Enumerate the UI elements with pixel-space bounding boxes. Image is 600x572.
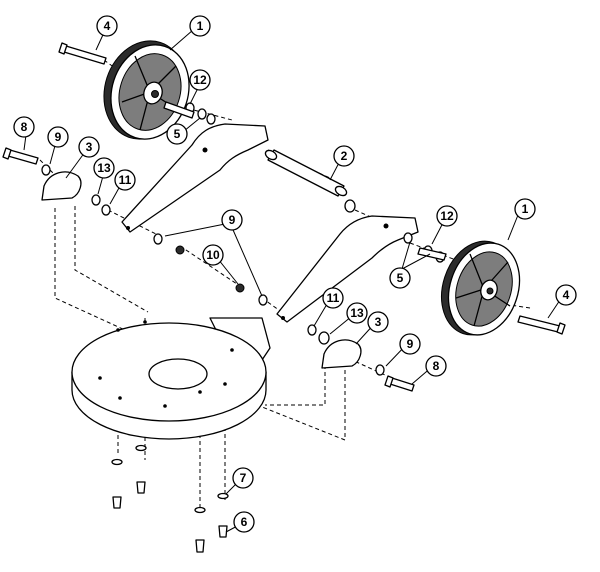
callout-13-lower: 13 (346, 302, 368, 324)
cutting-deck (71, 317, 271, 440)
svg-text:3: 3 (86, 140, 93, 154)
callout-2: 2 (333, 145, 355, 167)
callouts: 4 1 12 5 8 9 3 13 11 2 9 10 12 1 5 4 11 … (13, 15, 577, 533)
svg-text:7: 7 (240, 471, 247, 485)
side-bracket-lower (276, 215, 419, 323)
svg-text:4: 4 (563, 288, 570, 302)
bolts (2, 42, 566, 553)
callout-1-lower: 1 (514, 198, 536, 220)
svg-text:1: 1 (197, 19, 204, 33)
callout-8-lower: 8 (425, 355, 447, 377)
svg-text:2: 2 (341, 149, 348, 163)
callout-1-upper: 1 (189, 15, 211, 37)
side-bracket-upper (121, 123, 269, 233)
callout-12-upper: 12 (189, 69, 211, 91)
svg-text:9: 9 (229, 213, 236, 227)
callout-11-left: 11 (114, 169, 136, 191)
svg-text:5: 5 (174, 127, 181, 141)
svg-text:8: 8 (21, 120, 28, 134)
callout-13-left: 13 (93, 157, 115, 179)
callout-5-upper: 5 (166, 123, 188, 145)
callout-7: 7 (232, 467, 254, 489)
callout-8-left: 8 (13, 116, 35, 138)
wheel-lower (441, 240, 521, 336)
svg-text:6: 6 (241, 515, 248, 529)
svg-text:5: 5 (397, 271, 404, 285)
svg-text:3: 3 (375, 315, 382, 329)
svg-text:12: 12 (193, 73, 207, 87)
svg-text:11: 11 (327, 291, 340, 305)
height-brackets (41, 171, 362, 369)
callout-5-lower: 5 (389, 267, 411, 289)
washers (41, 101, 447, 514)
callout-9-center: 9 (221, 209, 243, 231)
svg-text:1: 1 (522, 202, 529, 216)
callout-4-lower: 4 (555, 284, 577, 306)
callout-3-lower: 3 (367, 311, 389, 333)
svg-text:9: 9 (407, 337, 414, 351)
svg-text:8: 8 (433, 359, 440, 373)
wheel-upper (103, 40, 190, 140)
callout-3-left: 3 (78, 136, 100, 158)
svg-text:11: 11 (119, 173, 132, 187)
callout-4-upper: 4 (96, 15, 118, 37)
svg-text:12: 12 (440, 209, 454, 223)
callout-9-left: 9 (47, 126, 69, 148)
svg-text:9: 9 (55, 130, 62, 144)
callout-10: 10 (202, 244, 224, 266)
callout-12-lower: 12 (436, 205, 458, 227)
svg-text:13: 13 (97, 161, 111, 175)
callout-11-lower: 11 (322, 287, 344, 309)
svg-text:4: 4 (104, 19, 111, 33)
axle-tube (264, 149, 356, 213)
svg-text:13: 13 (350, 306, 364, 320)
callout-9-lower: 9 (399, 333, 421, 355)
svg-text:10: 10 (206, 248, 220, 262)
callout-6: 6 (233, 511, 255, 533)
